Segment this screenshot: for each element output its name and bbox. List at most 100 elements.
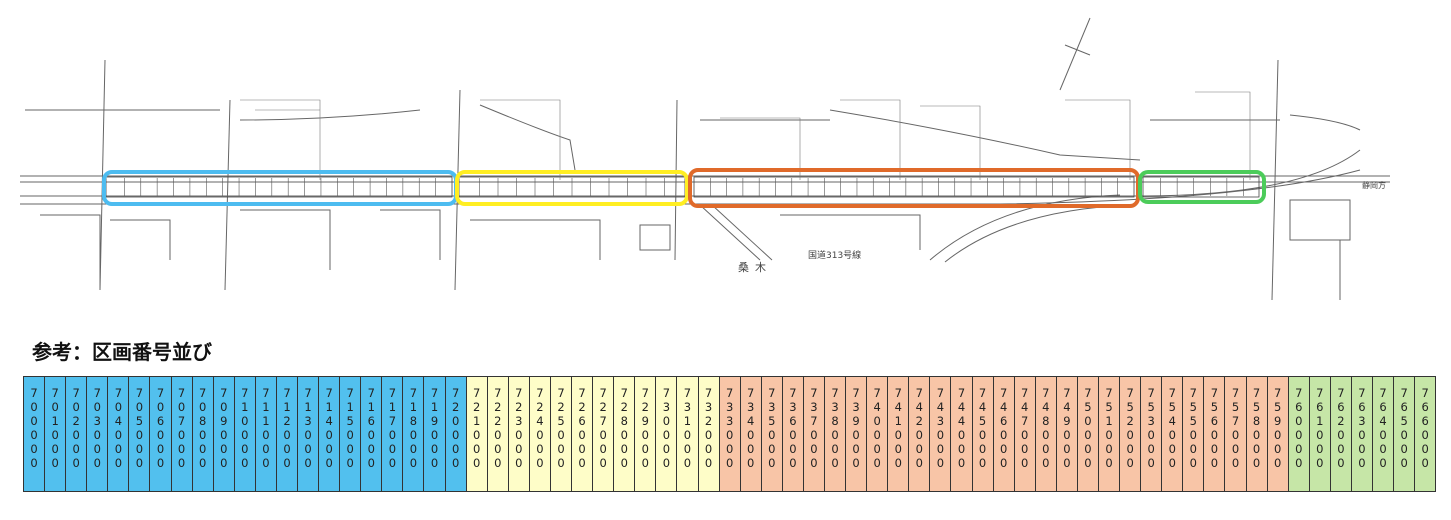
map-label-kuwa: 桑	[738, 261, 749, 274]
highlight-box-green	[1138, 170, 1266, 204]
road-edge-bottom-2	[20, 169, 1361, 205]
reference-title: 参考：区画番号並び	[32, 340, 212, 364]
road-edge-bottom	[20, 149, 1361, 197]
map-label-ki: 木	[755, 261, 766, 274]
site-plan-map: 国道313号線 桑 木 静岡方	[20, 17, 1390, 301]
